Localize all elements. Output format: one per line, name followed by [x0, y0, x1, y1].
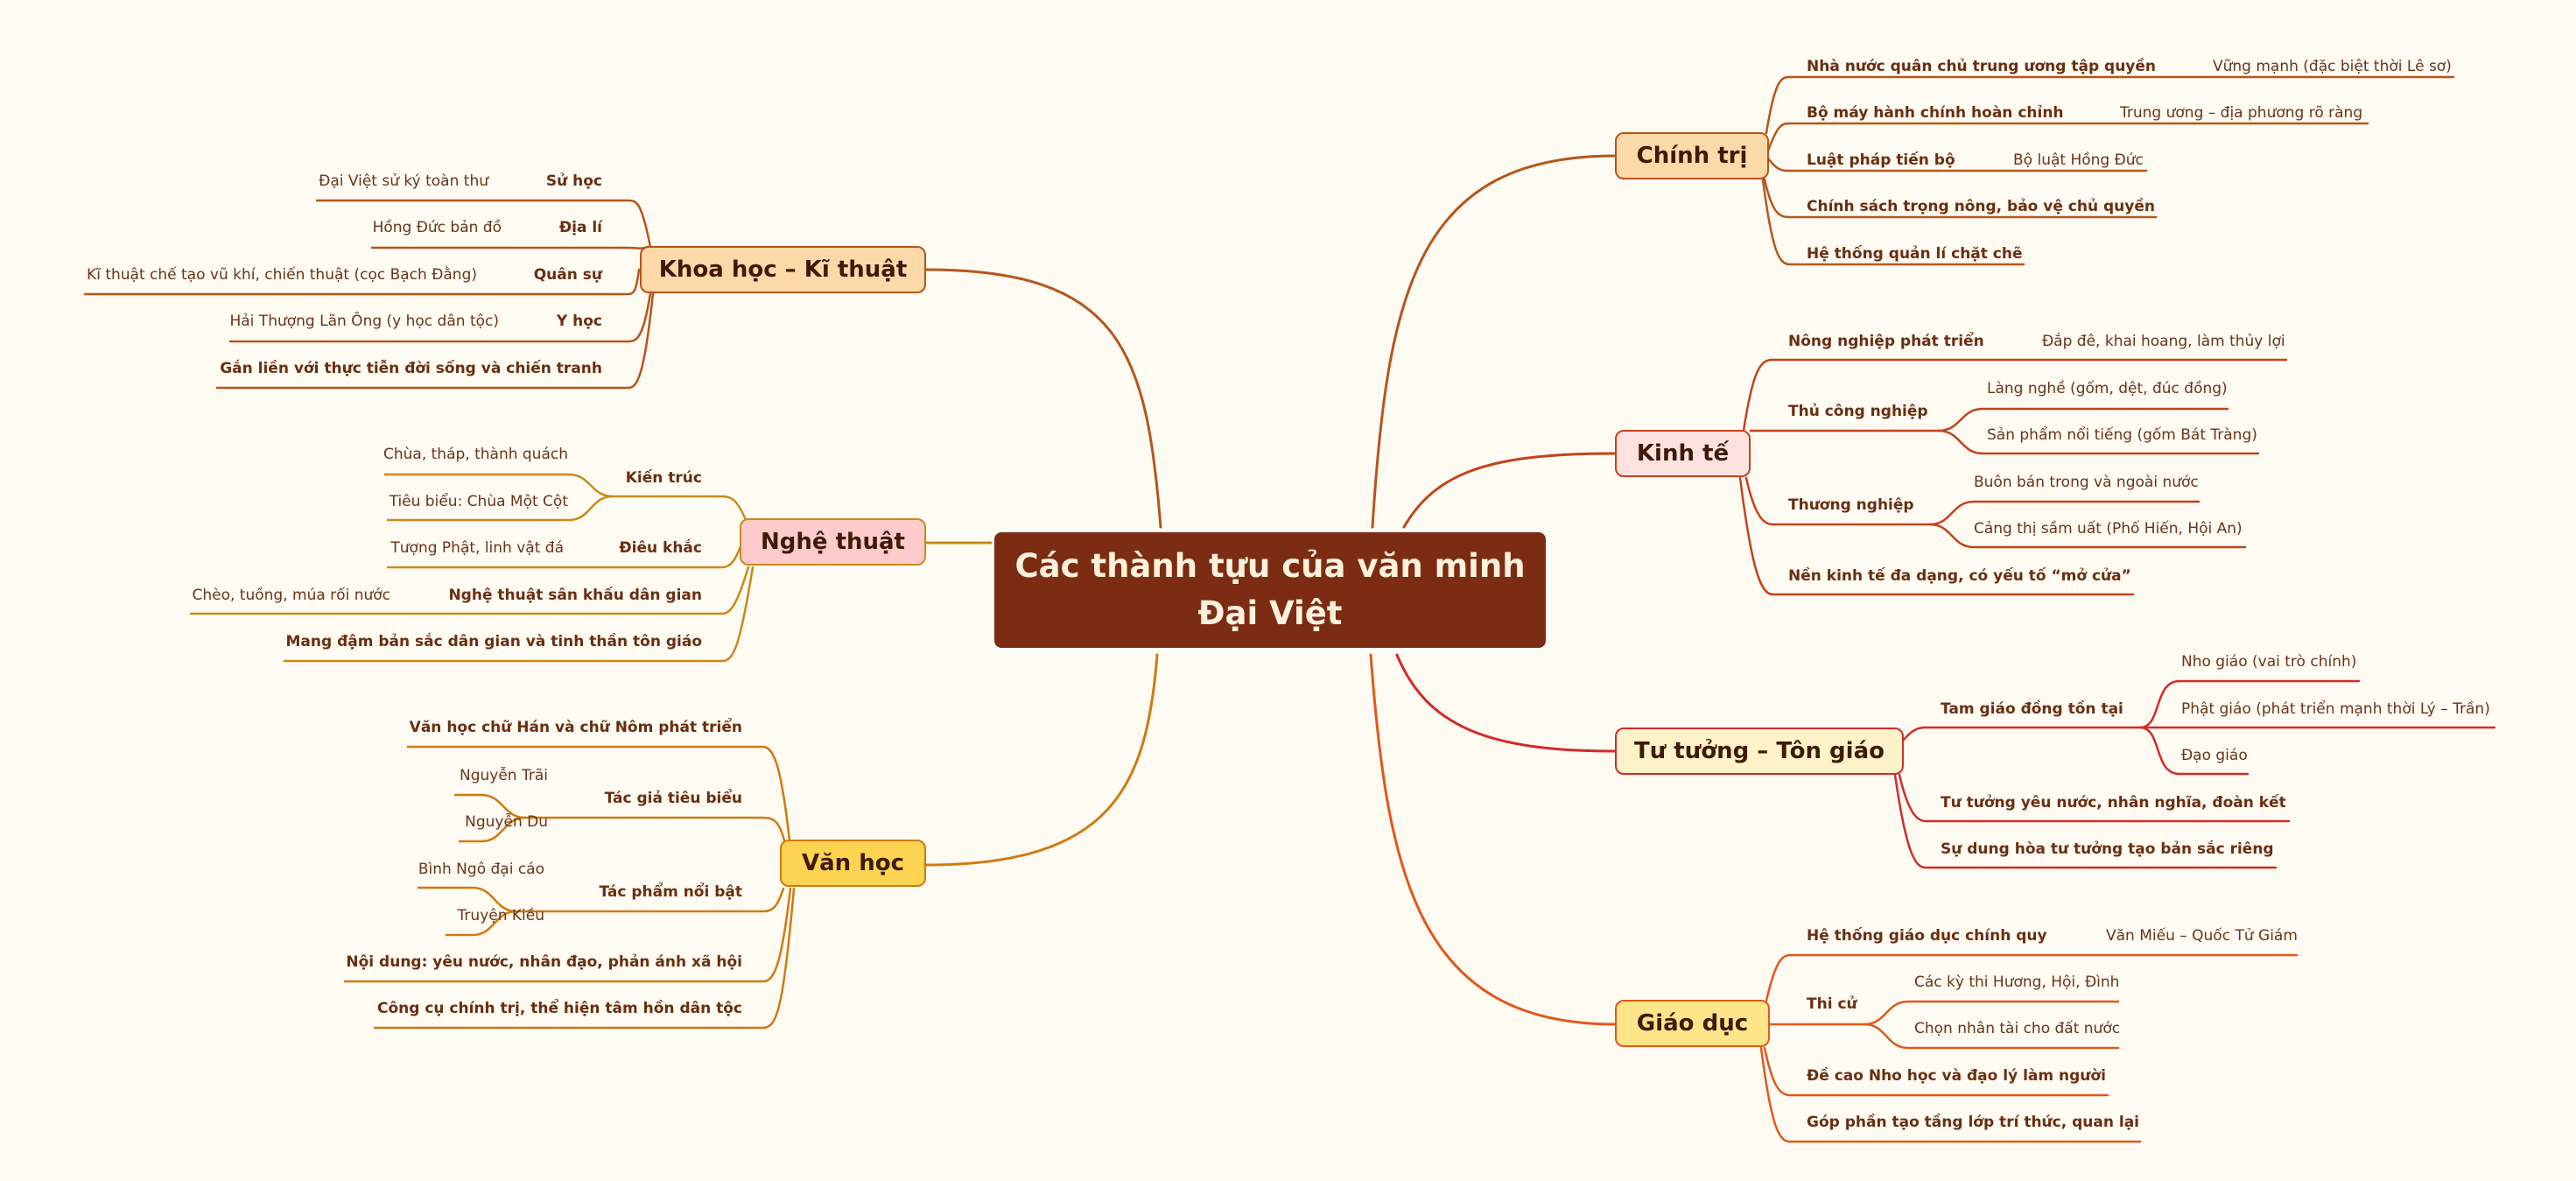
topic-tu-tuong-ton-giao[interactable]: Tư tưởng – Tôn giáo [1615, 728, 1904, 775]
topic-kinh-te[interactable]: Kinh tế [1615, 430, 1751, 477]
subtopic-child[interactable]: Truyện Kiều [457, 907, 544, 924]
topic-khoa-hoc-ki-thuat[interactable]: Khoa học – Kĩ thuật [640, 246, 926, 293]
subtopic-detail[interactable]: Trung ương – địa phương rõ ràng [2120, 104, 2363, 122]
topic-label: Giáo dục [1636, 1010, 1749, 1037]
subtopic[interactable]: Nội dung: yêu nước, nhân đạo, phản ánh x… [346, 953, 742, 971]
subtopic[interactable]: Chính sách trọng nông, bảo vệ chủ quyền [1807, 198, 2155, 215]
subtopic-detail[interactable]: Đắp đê, khai hoang, làm thủy lợi [2042, 333, 2285, 350]
subtopic[interactable]: Gắn liền với thực tiễn đời sống và chiến… [220, 360, 602, 377]
central-topic-line1: Các thành tựu của văn minh [1014, 547, 1526, 585]
subtopic-child[interactable]: Nho giáo (vai trò chính) [2181, 653, 2357, 671]
subtopic-child[interactable]: Chùa, tháp, thành quách [383, 446, 568, 463]
subtopic-child[interactable]: Nguyễn Trãi [460, 767, 548, 784]
subtopic-detail[interactable]: Văn Miếu – Quốc Tử Giám [2106, 927, 2298, 945]
subtopic[interactable]: Tác giả tiêu biểu [604, 790, 742, 807]
subtopic[interactable]: Sự dung hòa tư tưởng tạo bản sắc riêng [1941, 840, 2274, 858]
central-topic-line2: Đại Việt [1197, 594, 1343, 632]
subtopic[interactable]: Thi cử [1807, 995, 1857, 1013]
subtopic[interactable]: Bộ máy hành chính hoàn chỉnh [1807, 104, 2064, 122]
subtopic-detail[interactable]: Vững mạnh (đặc biệt thời Lê sơ) [2213, 58, 2452, 75]
subtopic[interactable]: Sử học [545, 172, 602, 190]
subtopic[interactable]: Văn học chữ Hán và chữ Nôm phát triển [409, 719, 742, 736]
subtopic-child[interactable]: Cảng thị sầm uất (Phố Hiến, Hội An) [1974, 520, 2243, 538]
subtopic-detail[interactable]: Chèo, tuồng, múa rối nước [192, 587, 391, 604]
topic-label: Tư tưởng – Tôn giáo [1634, 738, 1885, 764]
subtopic[interactable]: Y học [556, 313, 602, 330]
subtopic-detail[interactable]: Bộ luật Hồng Đức [2013, 151, 2144, 169]
subtopic-child[interactable]: Nguyễn Du [465, 813, 548, 831]
subtopic-child[interactable]: Bình Ngô đại cáo [418, 861, 544, 878]
topic-van-hoc[interactable]: Văn học [780, 840, 926, 887]
subtopic[interactable]: Luật pháp tiến bộ [1807, 151, 1955, 169]
subtopic-detail[interactable]: Hồng Đức bản đồ [372, 219, 502, 236]
subtopic[interactable]: Tư tưởng yêu nước, nhân nghĩa, đoàn kết [1941, 794, 2286, 812]
subtopic-child[interactable]: Phật giáo (phát triển mạnh thời Lý – Trầ… [2181, 700, 2490, 718]
topic-label: Nghệ thuật [761, 529, 905, 555]
subtopic[interactable]: Nông nghiệp phát triển [1788, 333, 1984, 350]
subtopic-detail[interactable]: Đại Việt sử ký toàn thư [319, 172, 488, 190]
subtopic-child[interactable]: Sản phẩm nổi tiếng (gốm Bát Tràng) [1987, 426, 2257, 444]
subtopic[interactable]: Tam giáo đồng tồn tại [1941, 700, 2123, 718]
topic-label: Văn học [801, 850, 904, 876]
topic-label: Chính trị [1636, 143, 1748, 169]
topic-giao-duc[interactable]: Giáo dục [1615, 1000, 1770, 1047]
subtopic[interactable]: Góp phần tạo tầng lớp trí thức, quan lại [1807, 1114, 2139, 1131]
subtopic-detail[interactable]: Tượng Phật, linh vật đá [390, 539, 564, 557]
subtopic[interactable]: Thương nghiệp [1788, 496, 1914, 514]
subtopic[interactable]: Công cụ chính trị, thể hiện tâm hồn dân … [376, 1000, 742, 1017]
subtopic[interactable]: Nghệ thuật sân khấu dân gian [448, 587, 702, 604]
subtopic[interactable]: Nhà nước quân chủ trung ương tập quyền [1807, 58, 2157, 75]
subtopic[interactable]: Hệ thống quản lí chặt chẽ [1807, 245, 2023, 263]
subtopic[interactable]: Nền kinh tế đa dạng, có yếu tố “mở cửa” [1788, 567, 2131, 585]
topic-label: Khoa học – Kĩ thuật [658, 257, 908, 283]
subtopic-child[interactable]: Các kỳ thi Hương, Hội, Đình [1914, 974, 2120, 991]
topic-chinh-tri[interactable]: Chính trị [1615, 132, 1769, 179]
subtopic[interactable]: Hệ thống giáo dục chính quy [1807, 927, 2047, 945]
topic-label: Kinh tế [1636, 440, 1730, 467]
central-topic[interactable]: Các thành tựu của văn minh Đại Việt [994, 532, 1546, 648]
topic-nghe-thuat[interactable]: Nghệ thuật [740, 518, 926, 566]
subtopic[interactable]: Quân sự [533, 266, 602, 284]
subtopic-detail[interactable]: Kĩ thuật chế tạo vũ khí, chiến thuật (cọ… [87, 266, 477, 284]
subtopic-child[interactable]: Đạo giáo [2181, 747, 2248, 764]
subtopic[interactable]: Kiến trúc [625, 469, 702, 487]
subtopic-child[interactable]: Làng nghề (gốm, dệt, đúc đồng) [1987, 380, 2228, 397]
subtopic-child[interactable]: Tiêu biểu: Chùa Một Cột [389, 493, 568, 510]
subtopic-child[interactable]: Chọn nhân tài cho đất nước [1914, 1020, 2121, 1037]
subtopic[interactable]: Mang đậm bản sắc dân gian và tinh thần t… [285, 633, 703, 650]
subtopic-child[interactable]: Buôn bán trong và ngoài nước [1974, 474, 2199, 491]
subtopic[interactable]: Điêu khắc [619, 539, 702, 557]
subtopic-detail[interactable]: Hải Thượng Lãn Ông (y học dân tộc) [229, 313, 499, 330]
subtopic[interactable]: Đề cao Nho học và đạo lý làm người [1807, 1067, 2106, 1085]
subtopic[interactable]: Thủ công nghiệp [1788, 403, 1928, 420]
subtopic[interactable]: Tác phẩm nổi bật [599, 883, 742, 901]
subtopic[interactable]: Địa lí [558, 219, 602, 236]
